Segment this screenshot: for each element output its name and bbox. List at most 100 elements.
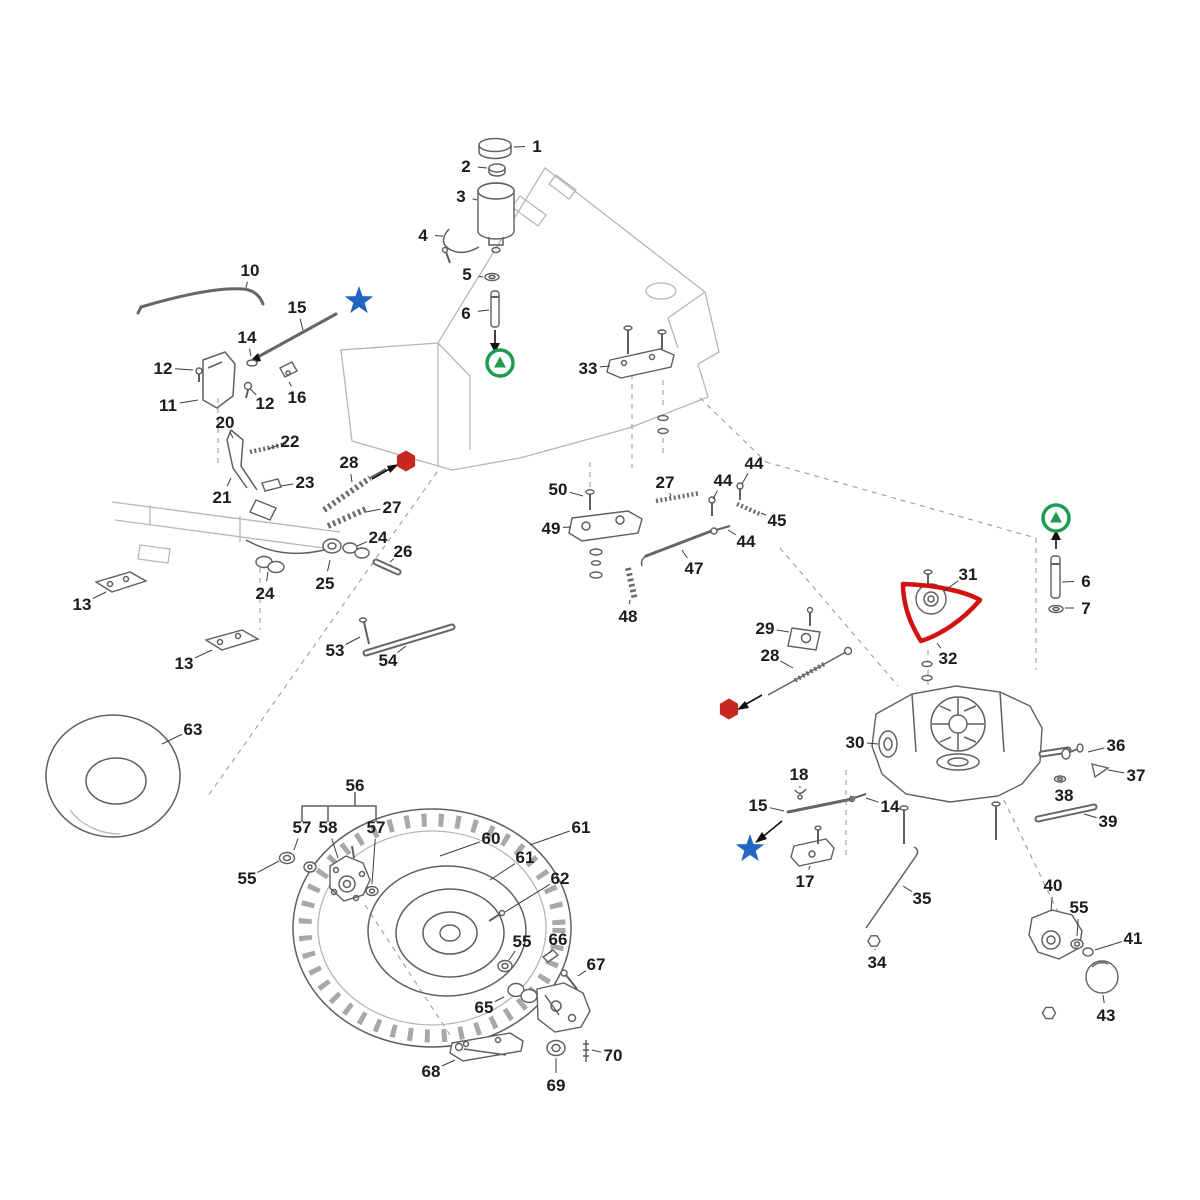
part-label-27: 27: [383, 498, 402, 517]
part-label-22: 22: [281, 432, 300, 451]
part-label-25: 25: [316, 574, 335, 593]
label-leader-line: [494, 996, 505, 1003]
part-label-44: 44: [737, 532, 756, 551]
pulley-belt-art: [767, 569, 983, 696]
label-leader-line: [245, 281, 248, 289]
part-label-60: 60: [482, 829, 501, 848]
label-leader-line: [397, 645, 407, 653]
part-label-40: 40: [1044, 876, 1063, 895]
label-leader-line: [780, 660, 794, 669]
label-leader-line: [508, 950, 516, 961]
tire-wheel-art: [292, 808, 572, 1048]
part-label-43: 43: [1097, 1006, 1116, 1025]
label-leader-line: [267, 444, 279, 450]
part-label-57: 57: [367, 818, 386, 837]
part-label-54: 54: [379, 651, 398, 670]
part-label-4: 4: [418, 226, 428, 245]
part-label-44: 44: [714, 471, 733, 490]
label-leader-line: [441, 1059, 456, 1067]
label-leader-line: [249, 388, 257, 396]
label-leader-line: [712, 490, 718, 500]
part-label-70: 70: [604, 1046, 623, 1065]
label-leader-line: [902, 885, 913, 893]
part-label-50: 50: [549, 480, 568, 499]
part-label-12: 12: [256, 394, 275, 413]
label-leader-line: [1107, 769, 1125, 774]
part-label-48: 48: [619, 607, 638, 626]
hexagon-marker: [396, 450, 416, 472]
label-leader-line: [371, 838, 376, 885]
label-leader-line: [1050, 896, 1053, 912]
part-label-13: 13: [175, 654, 194, 673]
part-label-7: 7: [1081, 599, 1090, 618]
label-leader-line: [943, 580, 959, 592]
label-leader-line: [727, 529, 737, 536]
label-leader-line: [293, 838, 299, 851]
label-leader-line: [350, 473, 353, 483]
assembly-arrows: [371, 330, 1061, 843]
dashed-construction-lines: [207, 374, 1059, 1039]
colored-markers-layer: [344, 286, 1071, 862]
right-hub-art: [1028, 909, 1119, 1020]
part-label-24: 24: [256, 584, 275, 603]
label-leader-line: [1102, 994, 1105, 1004]
star-marker: [344, 286, 374, 314]
part-label-32: 32: [939, 649, 958, 668]
label-leader-line: [669, 492, 672, 497]
center-linkage-art: [568, 482, 763, 601]
part-label-34: 34: [868, 953, 887, 972]
label-leader-line: [174, 368, 194, 371]
part-label-65: 65: [475, 998, 494, 1017]
label-leader-line: [92, 591, 107, 600]
part-label-29: 29: [756, 619, 775, 638]
label-leader-line: [249, 348, 252, 357]
label-leader-line: [1087, 747, 1105, 753]
label-leader-line: [808, 865, 811, 870]
part-label-15: 15: [288, 298, 307, 317]
part-label-58: 58: [319, 818, 338, 837]
part-label-21: 21: [213, 488, 232, 507]
label-leader-line: [179, 399, 199, 404]
label-leader-line: [345, 636, 361, 645]
label-leader-line: [569, 491, 584, 497]
part-label-44: 44: [745, 454, 764, 473]
label-leader-line: [549, 949, 553, 954]
label-leader-line: [365, 508, 381, 513]
part-label-20: 20: [216, 413, 235, 432]
reservoir-assembly-art: [441, 137, 515, 328]
part-label-63: 63: [184, 720, 203, 739]
part-label-28: 28: [761, 646, 780, 665]
part-label-69: 69: [547, 1076, 566, 1095]
label-leader-line: [266, 571, 269, 582]
star-marker: [735, 834, 765, 862]
label-leader-line: [331, 838, 339, 859]
part-label-6: 6: [1081, 572, 1090, 591]
label-leader-line: [327, 559, 331, 572]
label-leader-line: [504, 883, 551, 913]
part-label-56: 56: [346, 776, 365, 795]
label-leader-line: [299, 318, 304, 331]
part-label-38: 38: [1055, 786, 1074, 805]
part-label-36: 36: [1107, 736, 1126, 755]
steering-bracket-art: [449, 949, 591, 1062]
pedal-linkage-art: [94, 287, 456, 657]
part-label-57: 57: [293, 818, 312, 837]
part-label-23: 23: [296, 473, 315, 492]
label-leader-line: [389, 558, 395, 563]
label-leader-line: [226, 477, 232, 487]
label-leader-line: [591, 1049, 602, 1053]
part-label-39: 39: [1099, 812, 1118, 831]
part-label-15: 15: [749, 796, 768, 815]
part-label-11: 11: [159, 396, 177, 415]
label-leader-line: [439, 841, 480, 857]
part-label-67: 67: [587, 955, 606, 974]
part-label-27: 27: [656, 473, 675, 492]
label-leader-line: [577, 970, 587, 977]
label-leader-line: [472, 198, 478, 201]
label-leader-line: [489, 863, 516, 881]
part-label-66: 66: [549, 930, 568, 949]
label-leader-line: [599, 365, 611, 368]
part-label-55: 55: [1070, 898, 1089, 917]
